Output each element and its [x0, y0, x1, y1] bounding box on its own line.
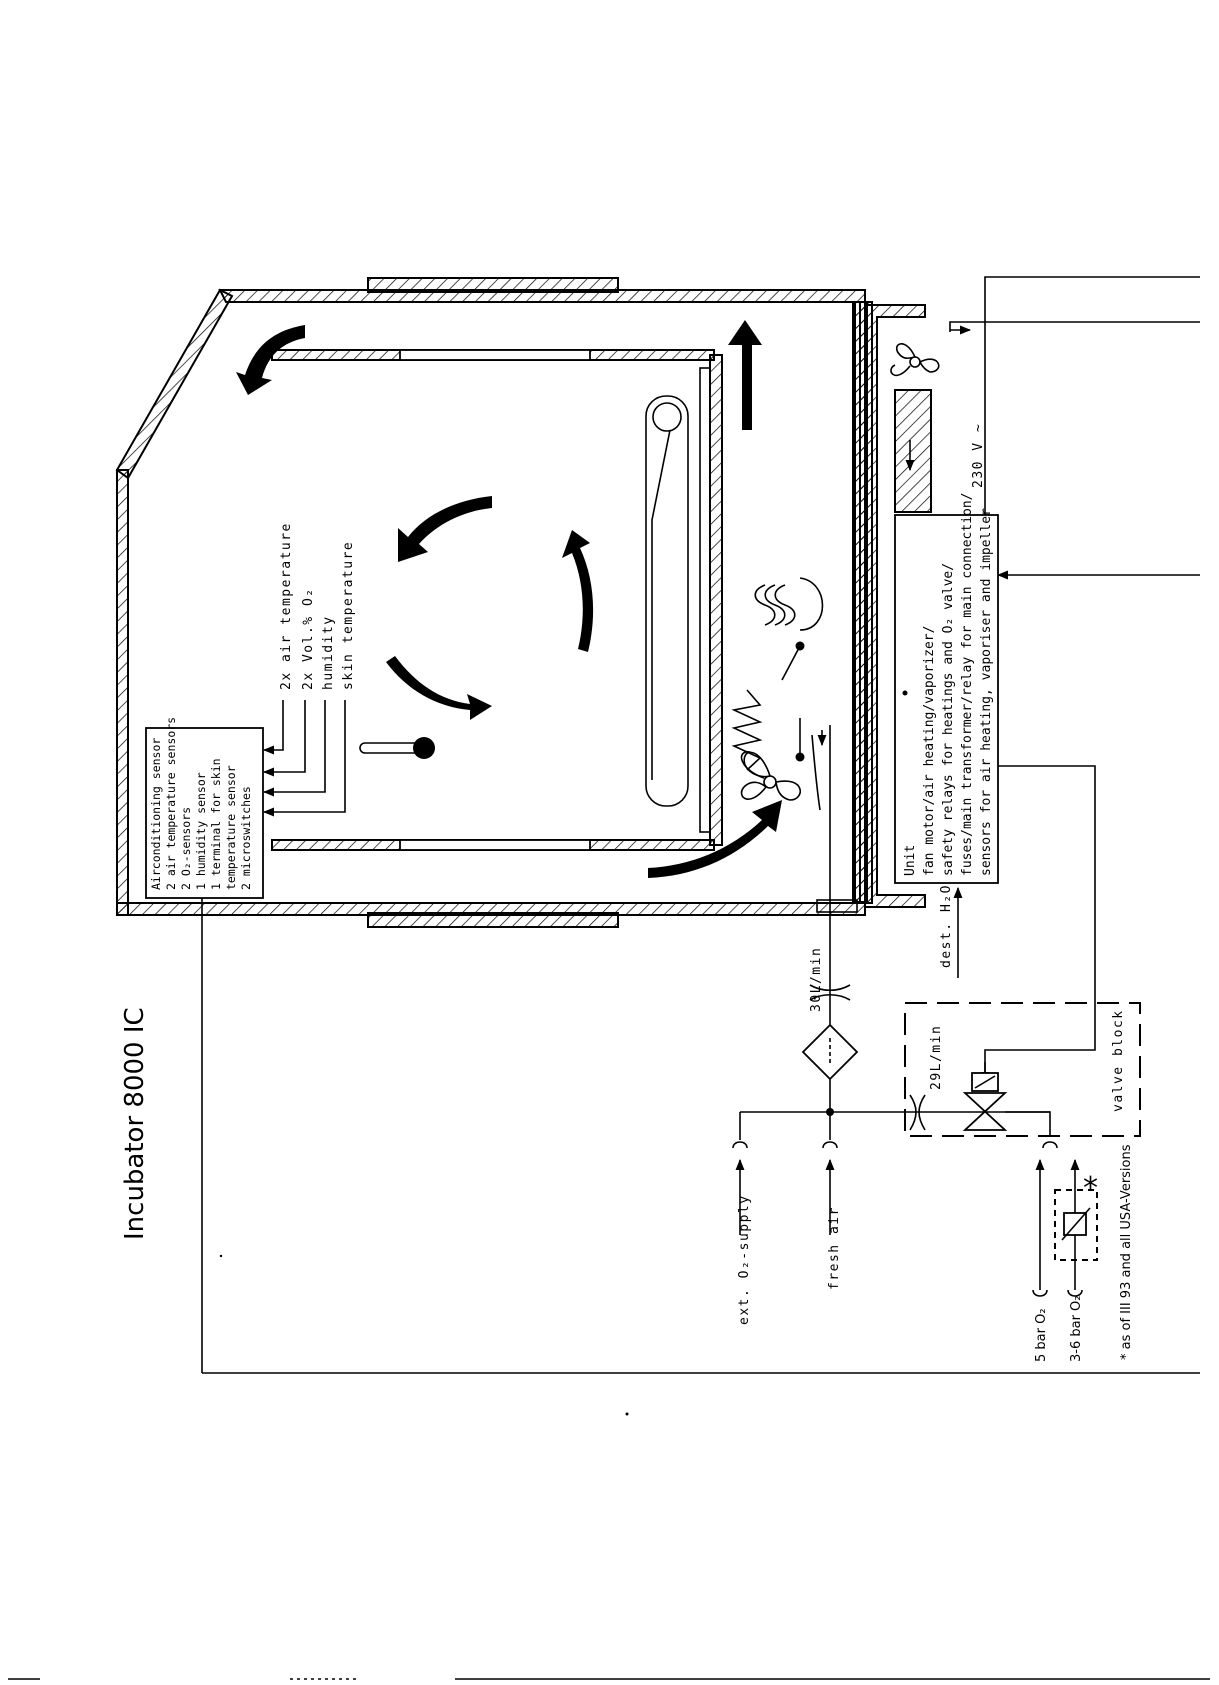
five-bar-o2-label: 5 bar O₂ [1034, 1308, 1049, 1362]
unit-box-line: safety relays for heatings and O₂ valve/ [941, 563, 956, 876]
page-title: Incubator 8000 IC [120, 1007, 150, 1240]
sensor-box-line: 2 microswitches [239, 786, 253, 890]
sensor-box-line: 2 O₂-sensors [179, 807, 193, 890]
chamber-fan-icon [740, 751, 802, 801]
sensor-box-line: 2 air temperature sensors [164, 717, 178, 890]
footnote: * as of III 93 and all USA-Versions [1119, 1144, 1134, 1360]
sensor-box-line: 1 terminal for skin [209, 758, 223, 890]
scan-artifacts [8, 1254, 1210, 1680]
sensor-box-line: Airconditioning sensor [149, 738, 163, 890]
gas-supply-piping [732, 930, 1098, 1297]
unit-box-line: Unit [903, 845, 918, 876]
vaporizer-icon [754, 577, 824, 631]
valve-block-frame [904, 1002, 1141, 1137]
measurement-label: 2x Vol.% O₂ [301, 587, 316, 690]
unit-box-line: fan motor/air heating/vaporizer/ [922, 626, 937, 876]
asterisk-mark: * [1083, 1171, 1098, 1206]
air-heater-block [894, 389, 932, 513]
unit-box: Unit fan motor/air heating/vaporizer/ sa… [894, 492, 999, 884]
air-inlet-lines [811, 725, 831, 930]
measurement-label: 2x air temperature [279, 522, 294, 690]
unit-box-line: fuses/main transformer/relay for main co… [960, 492, 975, 876]
air-circulation-arrows [236, 320, 782, 878]
mattress-tray [645, 395, 689, 807]
external-wiring [201, 276, 1200, 1374]
impeller-fan-icon [890, 343, 940, 377]
measurement-leads [262, 700, 346, 817]
unit-to-valve-wire [980, 765, 1096, 1084]
thermometer-icon [359, 737, 435, 759]
ext-o2-supply-label: ext. O₂-supply [737, 1194, 752, 1325]
measurement-label: skin temperature [341, 541, 356, 690]
measurement-label: humidity [321, 615, 336, 690]
sensor-box-line: 1 humidity sensor [194, 772, 208, 890]
heater-element-icon [731, 641, 805, 771]
valve-block-label: valve block [1111, 1009, 1126, 1112]
incubator-housing [115, 277, 926, 928]
sensor-box: Airconditioning sensor 2 air temperature… [145, 717, 264, 899]
flow-rate-30: 30L/min [809, 947, 824, 1012]
three-six-bar-o2-label: 3-6 bar O₂ [1069, 1295, 1084, 1362]
flow-rate-29: 29L/min [929, 1025, 944, 1090]
voltage-label: 230 V ~ [971, 423, 986, 488]
unit-box-line: sensors for air heating, vaporiser and i… [979, 508, 994, 876]
dest-h2o-label: dest. H₂O [939, 884, 954, 968]
sensor-box-line: temperature sensor [224, 765, 238, 890]
fresh-air-label: fresh air [827, 1206, 842, 1290]
